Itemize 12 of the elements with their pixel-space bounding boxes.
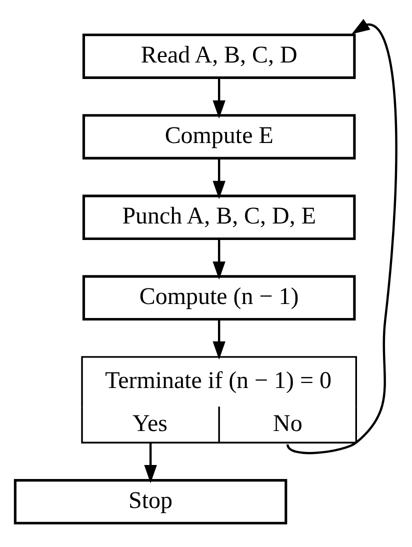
arrow bbox=[144, 442, 157, 484]
node-box: Punch A, B, C, D, E bbox=[82, 194, 356, 240]
node-box: Compute E bbox=[82, 114, 356, 160]
arrow bbox=[212, 78, 226, 119]
arrow bbox=[212, 320, 226, 360]
arrow bbox=[286, 18, 398, 454]
node-box: Read A, B, C, D bbox=[82, 34, 356, 79]
arrow bbox=[212, 239, 226, 280]
node-box: Compute (n − 1) bbox=[82, 275, 356, 321]
arrow bbox=[212, 158, 226, 200]
node-text: Terminate if (n − 1) = 0 Yes No bbox=[105, 368, 332, 437]
node-box: Stop bbox=[14, 479, 288, 524]
